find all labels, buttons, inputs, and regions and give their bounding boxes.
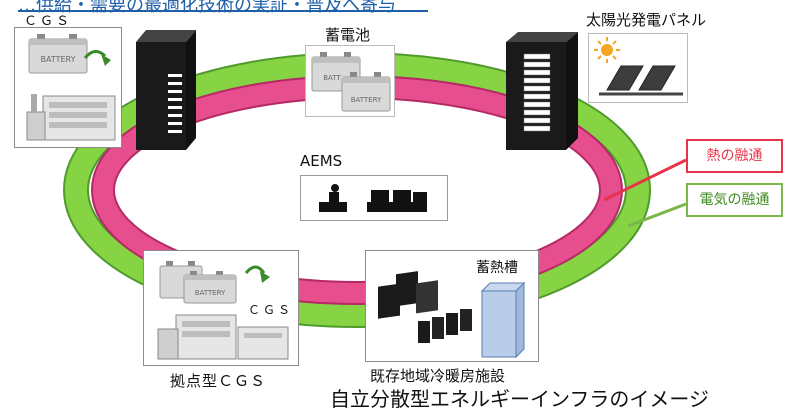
tank-label: 蓄熱槽 xyxy=(476,260,518,276)
server-tower-right xyxy=(506,32,578,150)
svg-text:BATTERY: BATTERY xyxy=(41,55,76,64)
heat-storage-tank-icon xyxy=(480,281,526,359)
electric-connector xyxy=(627,202,687,228)
header-title: …供給・需要の最適化技術の実証・普及へ寄与 xyxy=(18,0,396,16)
cgs-generator-icon xyxy=(26,94,116,141)
solar-panel-box xyxy=(588,33,688,103)
electric-legend: 電気の融通 xyxy=(686,183,783,217)
district-panel: 蓄熱槽 xyxy=(365,250,539,362)
operator-desk-icon xyxy=(319,184,427,212)
sun-icon xyxy=(594,37,620,63)
header-rule xyxy=(18,10,428,12)
figure-caption: 自立分散型エネルギーインフラのイメージ xyxy=(330,387,709,411)
cgs-hub-panel: BATTERY xyxy=(143,250,299,366)
server-tower-left xyxy=(136,30,196,150)
green-arrow-icon xyxy=(83,50,111,66)
solar-array-icon xyxy=(599,65,683,96)
aems-panel xyxy=(300,175,448,221)
district-label: 既存地域冷暖房施設 xyxy=(370,367,506,385)
cgs-generator-icon xyxy=(157,314,289,360)
heat-storage-blocks-icon xyxy=(378,271,472,343)
solar-label: 太陽光発電パネル xyxy=(586,11,707,29)
battery-pair-icon: BATT BATTERY xyxy=(311,52,391,112)
cgs-hub-label: 拠点型ＣＧＳ xyxy=(170,372,267,390)
svg-text:BATTERY: BATTERY xyxy=(195,289,226,297)
green-arrow-icon xyxy=(244,265,270,283)
aems-label: AEMS xyxy=(300,152,343,170)
cgs-top-panel: BATTERY xyxy=(14,27,122,148)
cgs-top-label: ＣＧＳ xyxy=(24,14,73,29)
svg-text:BATT: BATT xyxy=(323,74,341,82)
battery-panel: BATT BATTERY xyxy=(305,45,395,117)
cgs-hub-inner-label: ＣＧＳ xyxy=(248,303,294,317)
battery-icon: BATTERY xyxy=(159,261,237,304)
battery-label: 蓄電池 xyxy=(325,26,371,44)
heat-connector xyxy=(603,158,687,202)
battery-icon: BATTERY xyxy=(28,34,88,74)
svg-text:BATTERY: BATTERY xyxy=(351,96,382,104)
heat-legend: 熱の融通 xyxy=(686,139,783,173)
